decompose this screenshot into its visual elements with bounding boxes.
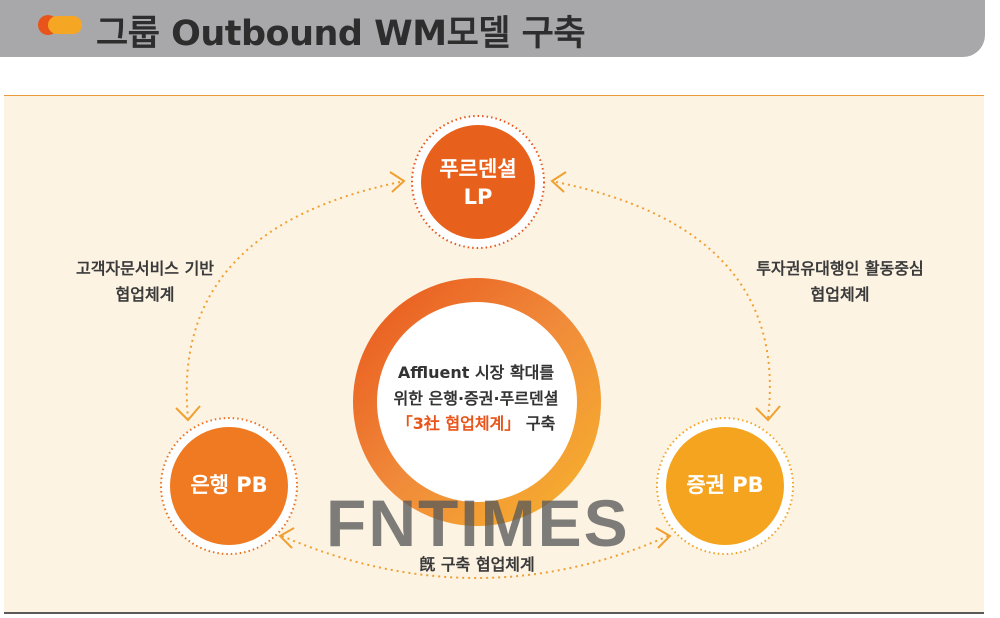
center-line2: 위한 은행·증권·푸르덴셜 [393,388,559,408]
right-arc [555,181,771,419]
center-line3: 「3社 협업체계」 구축 [376,411,576,437]
top-node [421,125,535,239]
right-arc-label-line2: 협업체계 [810,284,870,304]
watermark: FNTIMES [326,486,630,560]
center-line1: Affluent 시장 확대를 [397,363,555,382]
left-node [170,427,288,545]
arrow-head-icon [389,171,406,193]
left-arc-label: 고객자문서비스 기반 협업체계 [40,256,250,307]
right-arc-label-line1: 투자권유대행인 활동중심 [756,259,924,278]
right-node [666,427,784,545]
center-text: Affluent 시장 확대를 위한 은행·증권·푸르덴셜 「3社 협업체계」 … [376,360,576,437]
center-highlight: 「3社 협업체계」 [396,414,521,434]
arrow-head-icon [278,527,295,549]
center-line3-rest: 구축 [520,414,556,434]
arrow-head-icon [550,171,567,193]
left-arc-label-line1: 고객자문서비스 기반 [75,259,215,278]
header-bar: 그룹 Outbound WM모델 구축 [0,0,985,57]
center-ring-inner [377,302,577,502]
left-arc [185,181,401,419]
header-bullet-pill-icon [48,16,82,34]
left-arc-label-line2: 협업체계 [115,284,175,304]
top-node-line1: 푸르덴셜 [439,157,517,181]
right-arc-label: 투자권유대행인 활동중심 협업체계 [735,256,945,307]
top-node-label: 푸르덴셜 LP [418,155,538,212]
page-title: 그룹 Outbound WM모델 구축 [96,14,586,54]
arrow-head-icon [655,527,672,549]
left-node-label: 은행 PB [190,473,268,497]
arrow-head-icon [755,405,781,422]
arrow-head-icon [175,405,201,422]
top-node-line2: LP [463,185,493,210]
bottom-arc-label: 旣 구축 협업체계 [419,555,535,574]
right-node-label: 증권 PB [686,473,764,497]
bottom-arc [281,535,669,579]
